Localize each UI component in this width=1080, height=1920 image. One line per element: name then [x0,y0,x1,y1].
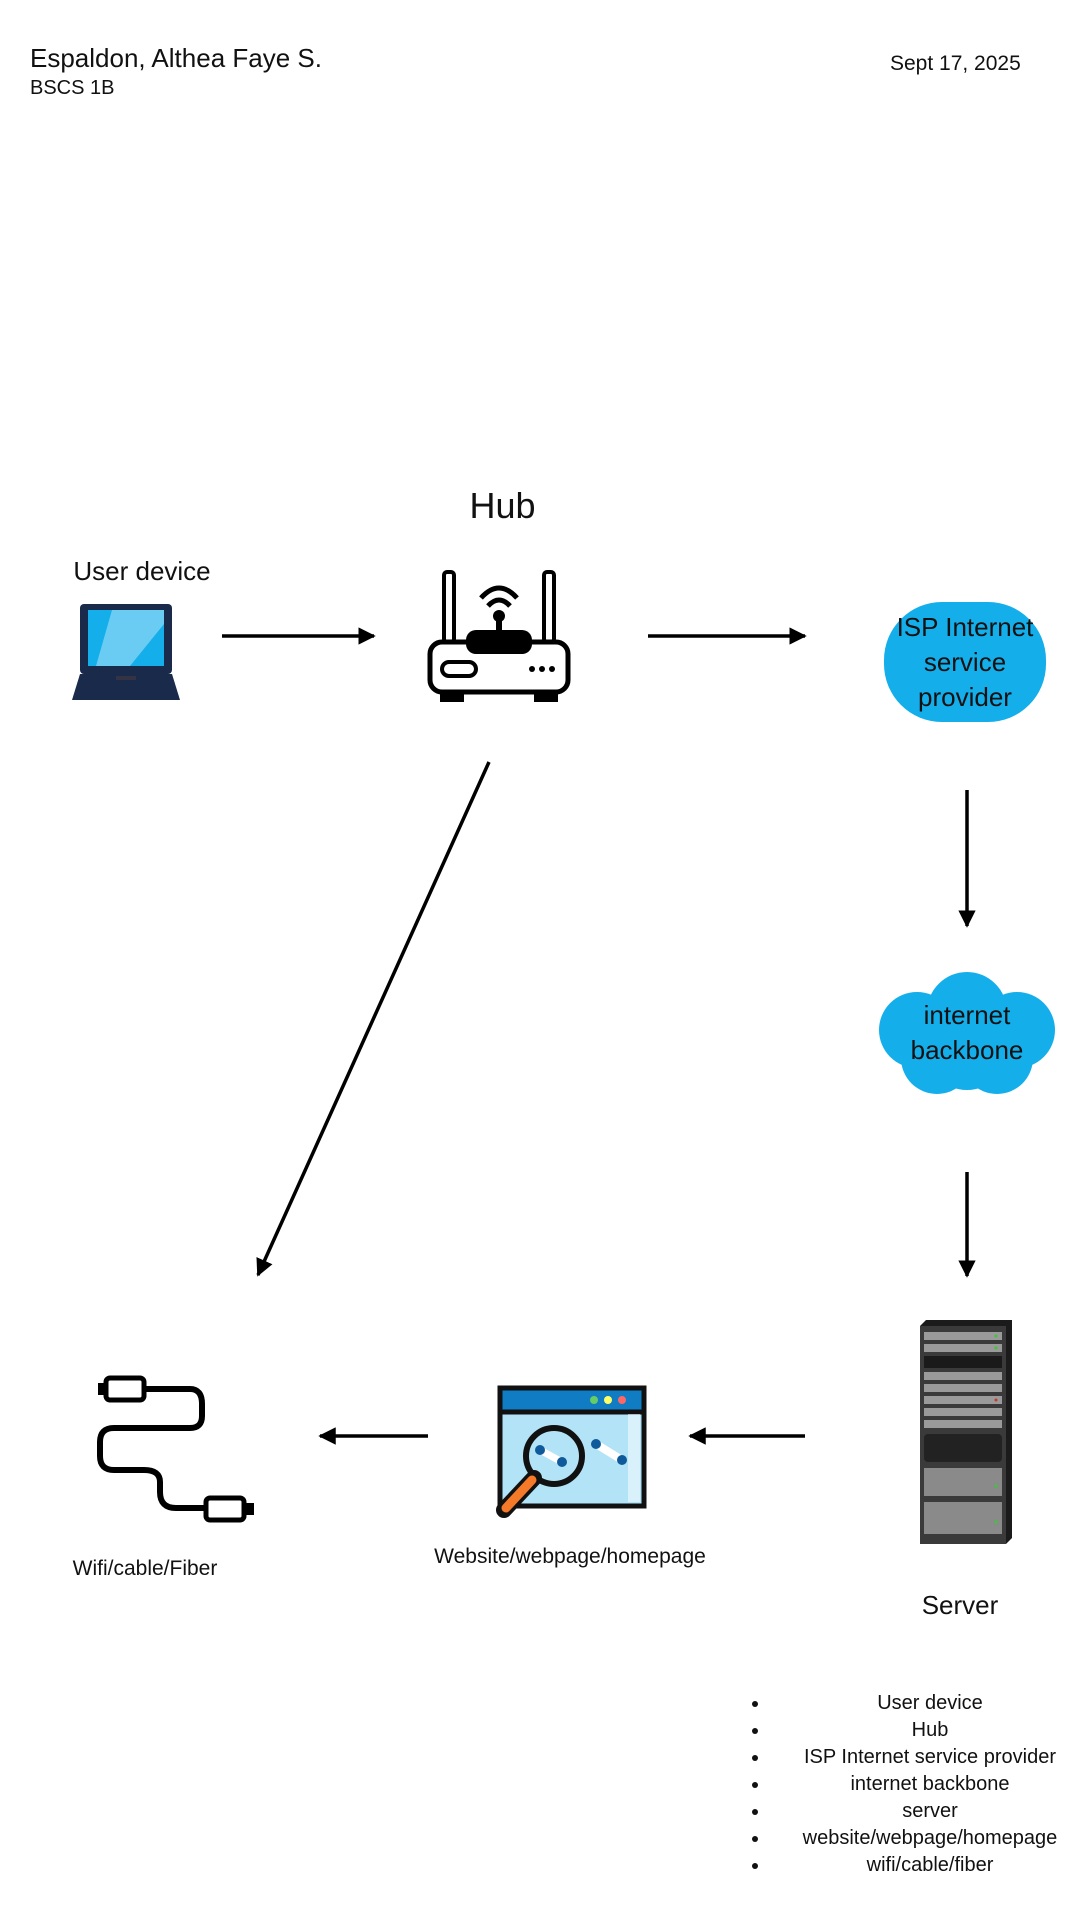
author-section: BSCS 1B [30,77,115,99]
list-item: server [770,1798,1080,1825]
laptop-icon [72,604,180,700]
list-item: wifi/cable/fiber [770,1852,1080,1879]
date-label: Sept 17, 2025 [890,52,1021,75]
list-item: User device [770,1690,1080,1717]
list-item: ISP Internet service provider [770,1744,1080,1771]
list-item: internet backbone [770,1771,1080,1798]
usb-cable-icon [97,1375,254,1523]
router-icon [427,570,571,702]
backbone-label-line2: backbone [910,1035,1024,1065]
browser-search-icon [496,1385,647,1518]
components-list: User device Hub ISP Internet service pro… [750,1690,1080,1879]
user-device-label: User device [73,556,211,586]
backbone-cloud-shape [879,972,1055,1094]
isp-label-line1: ISP Internet [896,612,1034,642]
backbone-label-line1: internet [923,1000,1011,1030]
arrow-hub-to-cable [256,761,491,1277]
author-name: Espaldon, Althea Faye S. [30,43,322,73]
cable-label: Wifi/cable/Fiber [72,1557,218,1580]
server-rack-icon [920,1320,1012,1544]
website-label: Website/webpage/homepage [434,1545,706,1568]
hub-label: Hub [469,485,536,526]
backbone-label: internet backbone [872,998,1062,1068]
isp-label: ISP Internet service provider [880,610,1050,715]
server-label: Server [921,1590,999,1620]
isp-label-line2: service [923,647,1007,677]
list-item: Hub [770,1717,1080,1744]
isp-label-line3: provider [918,682,1012,712]
list-item: website/webpage/homepage [770,1825,1080,1852]
isp-cloud-shape [884,602,1046,722]
